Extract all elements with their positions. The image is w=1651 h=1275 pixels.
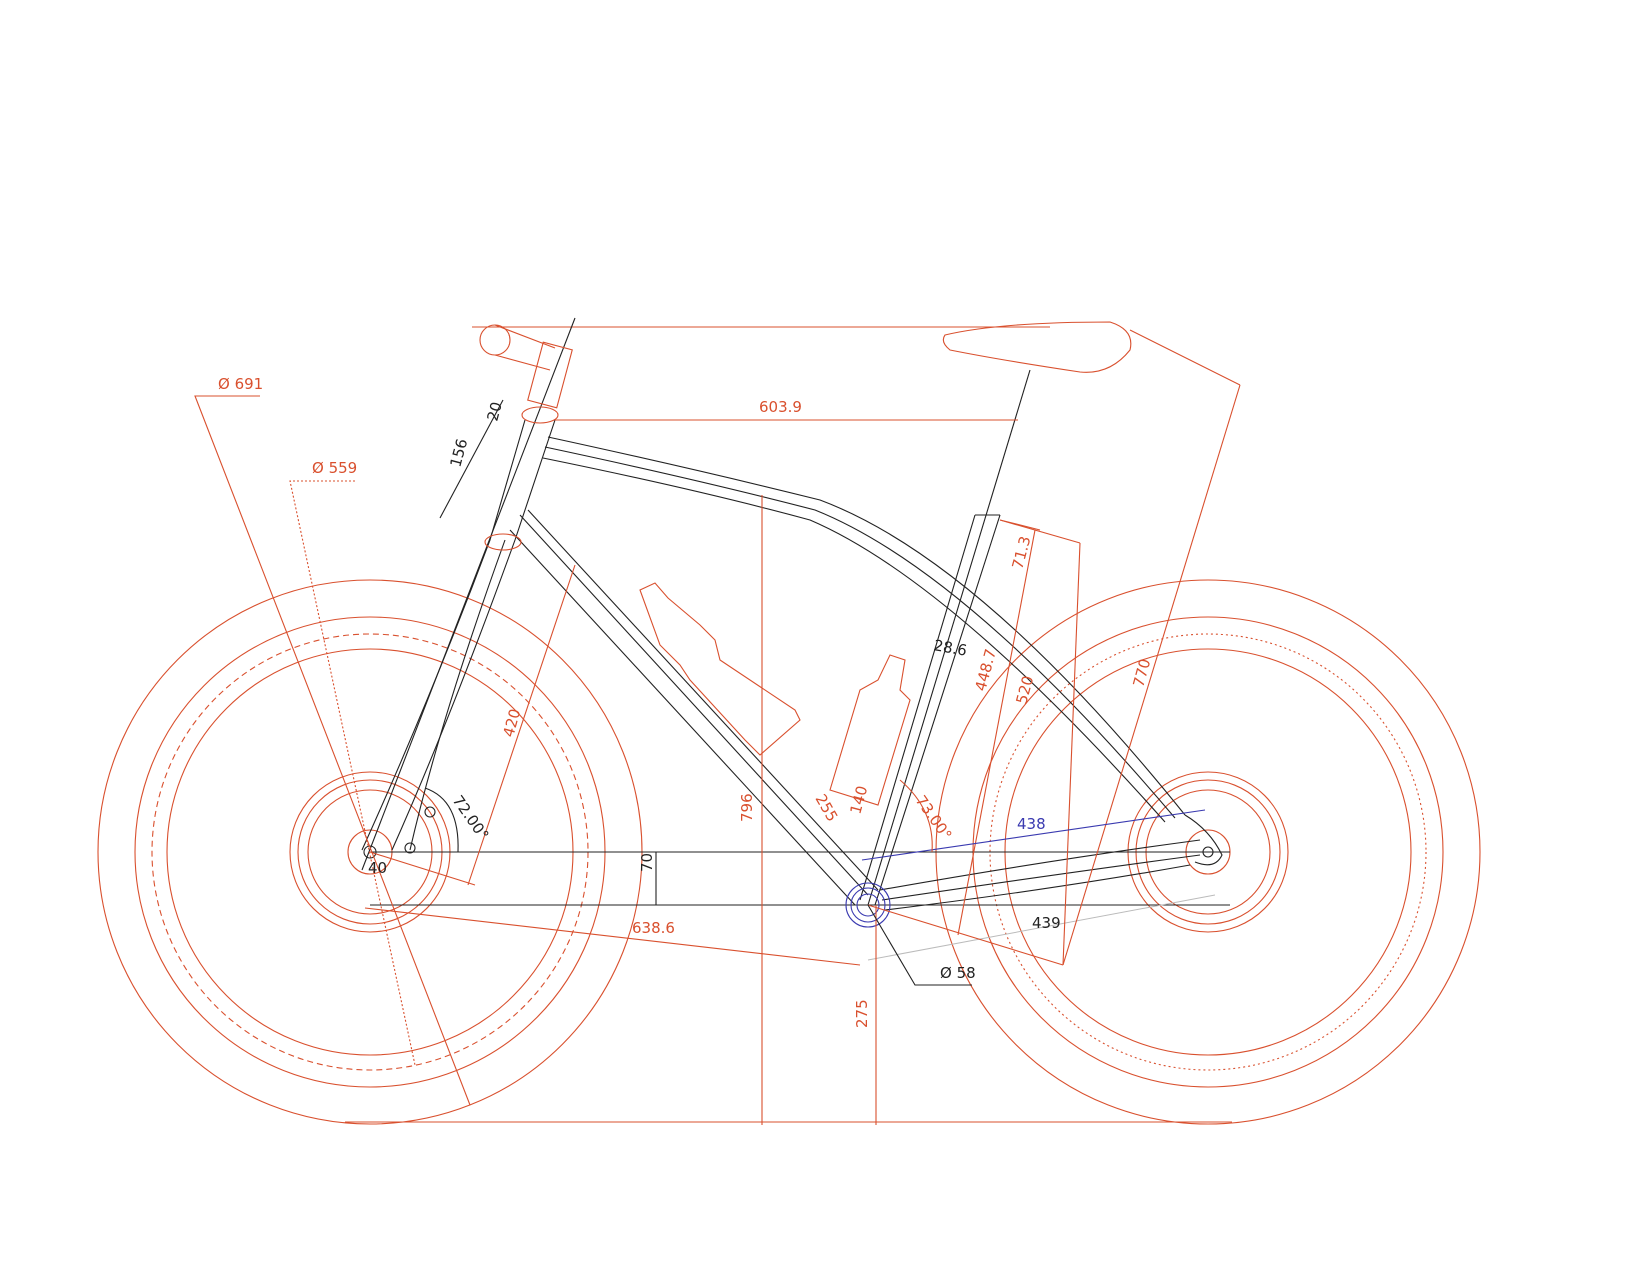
label-420: 420	[499, 707, 524, 739]
label-448-7: 448.7	[971, 647, 1000, 693]
label-520: 520	[1012, 674, 1037, 706]
label-head-angle: 72.00°	[449, 792, 493, 844]
label-156: 156	[446, 437, 471, 469]
label-70: 70	[638, 853, 656, 872]
label-770: 770	[1129, 657, 1154, 689]
label-seat-angle: 73.00°	[912, 792, 956, 844]
stem-handlebar	[479, 324, 573, 409]
dimension-lines	[194, 329, 1241, 1125]
label-20: 20	[483, 400, 505, 423]
label-71-3: 71.3	[1008, 534, 1034, 571]
bottom-bracket	[845, 882, 891, 928]
label-bb-diameter: Ø 58	[940, 964, 976, 982]
frame	[361, 317, 1223, 911]
label-rim-diameter: Ø 559	[312, 459, 357, 477]
reference-lines	[345, 326, 1232, 1123]
label-275: 275	[853, 999, 871, 1028]
saddle	[942, 321, 1132, 373]
label-140: 140	[846, 784, 871, 816]
dimension-labels: Ø 691 Ø 559 603.9 20 156 420 72.00° 40 7…	[218, 375, 1154, 1028]
bottle-seattube	[829, 654, 911, 806]
label-603-9: 603.9	[759, 398, 802, 416]
label-796: 796	[738, 793, 756, 822]
label-439: 439	[1032, 914, 1061, 932]
label-638-6: 638.6	[632, 919, 675, 937]
bottle-downtube	[639, 582, 801, 756]
label-438: 438	[1017, 815, 1046, 833]
label-wheel-diameter: Ø 691	[218, 375, 263, 393]
label-40: 40	[368, 859, 387, 877]
label-28-6: 28.6	[932, 636, 968, 660]
label-255: 255	[812, 791, 842, 825]
